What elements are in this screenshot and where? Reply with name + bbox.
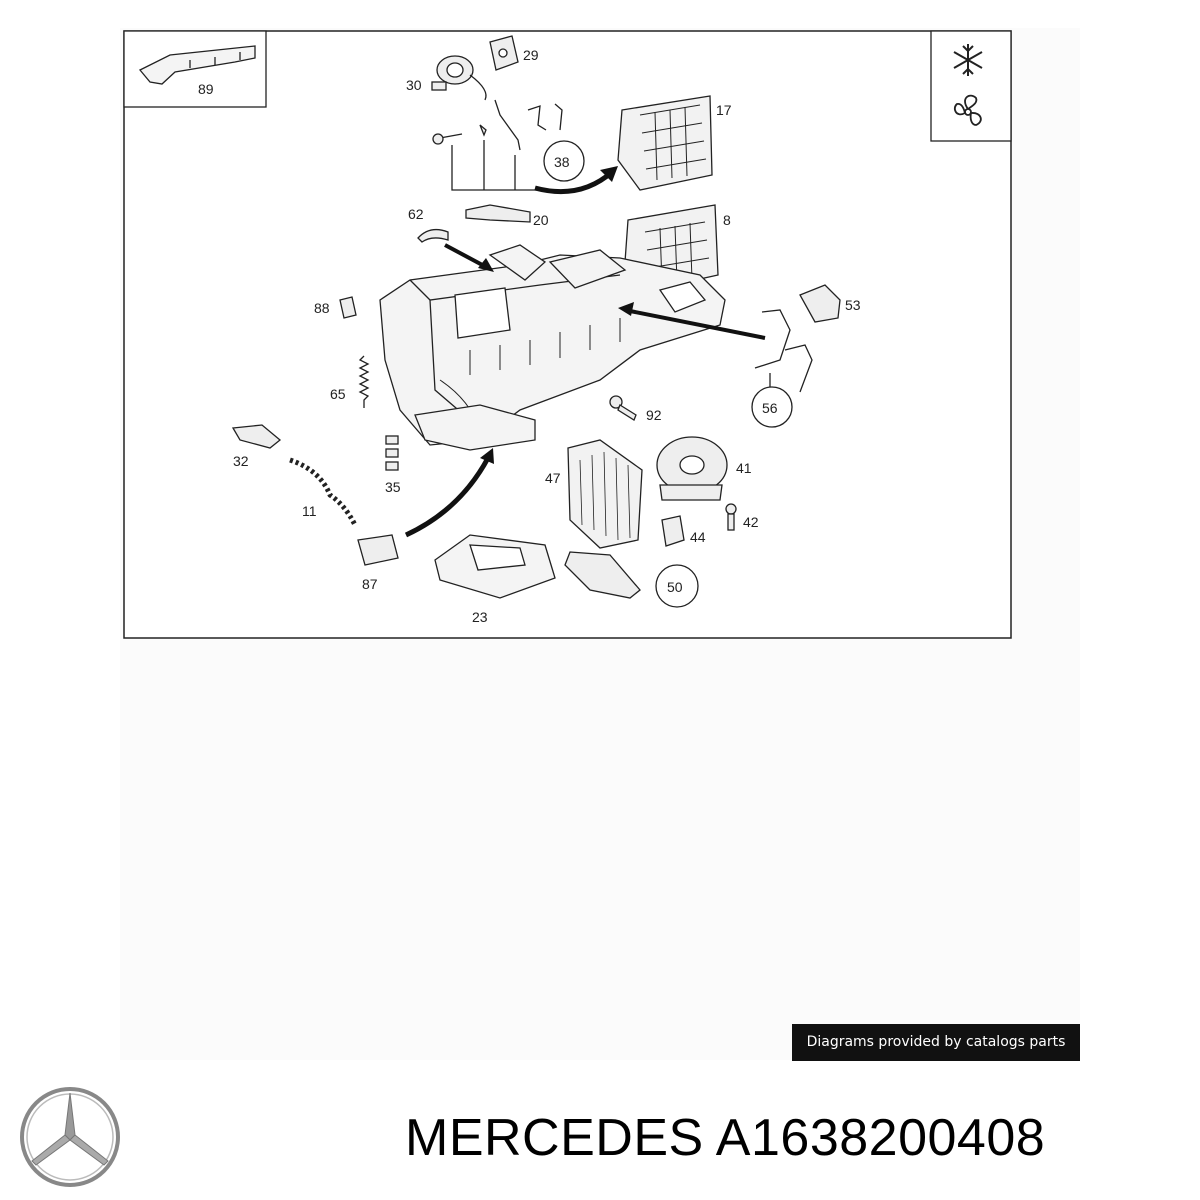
label-89: 89 [198,81,214,97]
label-35: 35 [385,479,401,495]
part-56-cable-set [754,309,813,393]
label-30: 30 [406,77,422,93]
arrowhead-62 [478,258,494,272]
arrowhead-56 [618,302,634,316]
part-92-screw [609,395,637,421]
part-17-flap-housing [617,95,713,191]
diagram-credit: Diagrams provided by catalogs parts [792,1024,1080,1061]
label-17: 17 [716,102,732,118]
part-23-housing-lower [434,534,556,599]
part-50-seal [564,551,641,599]
label-47: 47 [545,470,561,486]
arrow-56-to-housing [624,308,766,340]
arrow-87-to-housing [404,456,491,538]
label-56: 56 [762,400,778,416]
label-38: 38 [554,154,570,170]
label-29: 29 [523,47,539,63]
part-41-blower-motor [656,436,728,501]
label-41: 41 [736,460,752,476]
callout-38-circle [543,140,585,182]
label-20: 20 [533,212,549,228]
part-32-sensor [231,424,282,449]
part-44-bracket [661,515,685,547]
label-42: 42 [743,514,759,530]
arrowhead-17 [600,166,618,182]
label-62: 62 [408,206,424,222]
callout-56-circle [751,386,793,428]
part-62-clip [417,228,449,243]
callout-50-circle [655,564,699,608]
part-38-linkage-set [432,99,563,191]
part-89-bracket [138,45,256,85]
part-title: MERCEDES A1638200408 [405,1108,1045,1168]
label-88: 88 [314,300,330,316]
part-47-cabin-filter [567,439,643,549]
label-65: 65 [330,386,346,402]
label-87: 87 [362,576,378,592]
part-30-actuator [431,55,487,101]
brand-name: MERCEDES [405,1109,704,1167]
arrow-62-to-housing [444,243,489,270]
part-42-screw [725,503,737,531]
label-92: 92 [646,407,662,423]
part-29-actuator [489,35,519,71]
label-8: 8 [723,212,731,228]
label-44: 44 [690,529,706,545]
part-65-spring [358,355,370,408]
arrow-to-part-17 [534,170,614,195]
part-20-seal [465,204,531,223]
part-35-clips [385,435,399,471]
part-88-clip [339,296,357,319]
fan-icon [953,94,982,126]
hvac-housing [379,244,726,451]
part-number: A1638200408 [715,1109,1046,1167]
label-11: 11 [302,503,317,519]
arrowhead-87 [480,448,494,464]
label-50: 50 [667,579,683,595]
part-11-wiring [289,457,358,527]
label-23: 23 [472,609,488,625]
snowflake-icon [953,44,983,76]
part-53-actuator [799,284,841,323]
label-32: 32 [233,453,249,469]
part-87-resistor [357,534,399,566]
mercedes-star-logo [20,1087,120,1187]
label-53: 53 [845,297,861,313]
